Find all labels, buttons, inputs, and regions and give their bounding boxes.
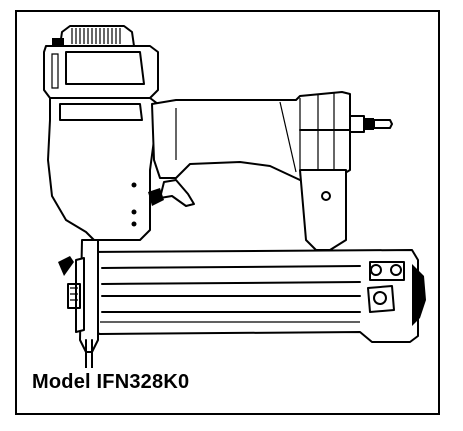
trigger (148, 179, 195, 207)
nailer-illustration (43, 25, 426, 368)
head-housing (43, 45, 159, 99)
nose-piece (58, 239, 99, 368)
magazine (85, 249, 426, 343)
cylinder-body (47, 97, 161, 241)
exhaust-cap (52, 25, 135, 47)
rear-column (299, 169, 347, 251)
air-fitting (349, 115, 393, 133)
figure-caption: Model IFN328K0 (32, 371, 190, 393)
grip-handle (151, 91, 351, 181)
